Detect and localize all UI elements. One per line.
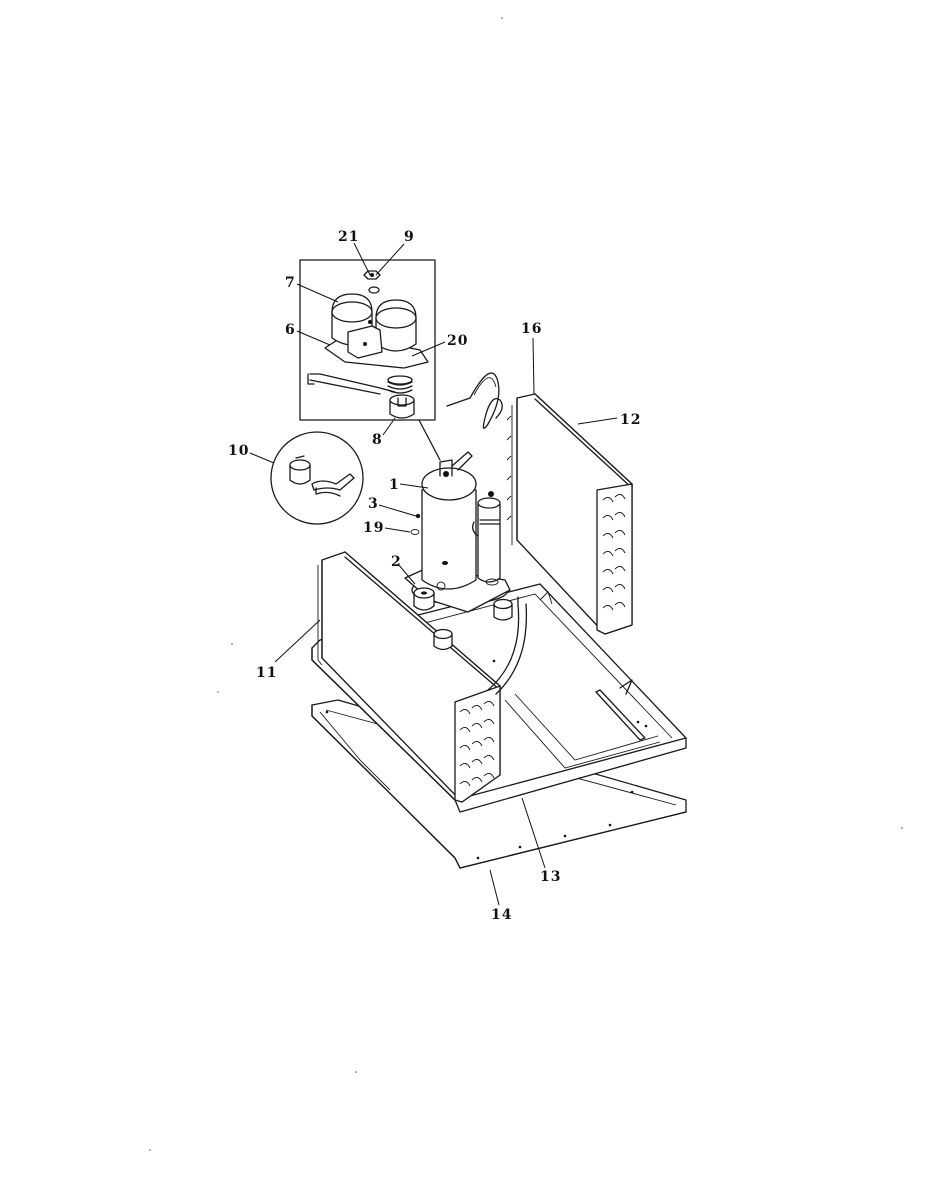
label-13: 13 bbox=[540, 869, 561, 885]
label-20: 20 bbox=[447, 333, 468, 349]
terminal-cover-detail bbox=[270, 431, 364, 525]
label-11: 11 bbox=[256, 665, 277, 681]
part-labels: 21 9 7 6 20 16 12 8 10 1 3 19 2 11 13 14 bbox=[228, 229, 641, 923]
label-16: 16 bbox=[521, 321, 542, 337]
compressor-grommets bbox=[410, 513, 513, 651]
label-8: 8 bbox=[372, 432, 383, 448]
condenser-coil-bends bbox=[459, 701, 495, 787]
relay-detail-box bbox=[299, 259, 441, 461]
label-3: 3 bbox=[368, 496, 379, 512]
scan-specks bbox=[149, 17, 903, 1151]
label-1: 1 bbox=[389, 477, 400, 493]
capillary-coil bbox=[446, 372, 503, 429]
label-7: 7 bbox=[285, 275, 296, 291]
label-10: 10 bbox=[228, 443, 249, 459]
label-12: 12 bbox=[620, 412, 641, 428]
label-21: 21 bbox=[338, 229, 359, 245]
evaporator-coil bbox=[506, 393, 633, 635]
label-2: 2 bbox=[391, 554, 402, 570]
leader-lines bbox=[249, 242, 618, 906]
condenser-coil bbox=[317, 551, 528, 803]
compressor bbox=[404, 451, 511, 613]
label-6: 6 bbox=[285, 322, 296, 338]
label-9: 9 bbox=[404, 229, 415, 245]
label-14: 14 bbox=[491, 907, 512, 923]
label-19: 19 bbox=[363, 520, 384, 536]
evaporator-coil-bends bbox=[602, 494, 626, 611]
